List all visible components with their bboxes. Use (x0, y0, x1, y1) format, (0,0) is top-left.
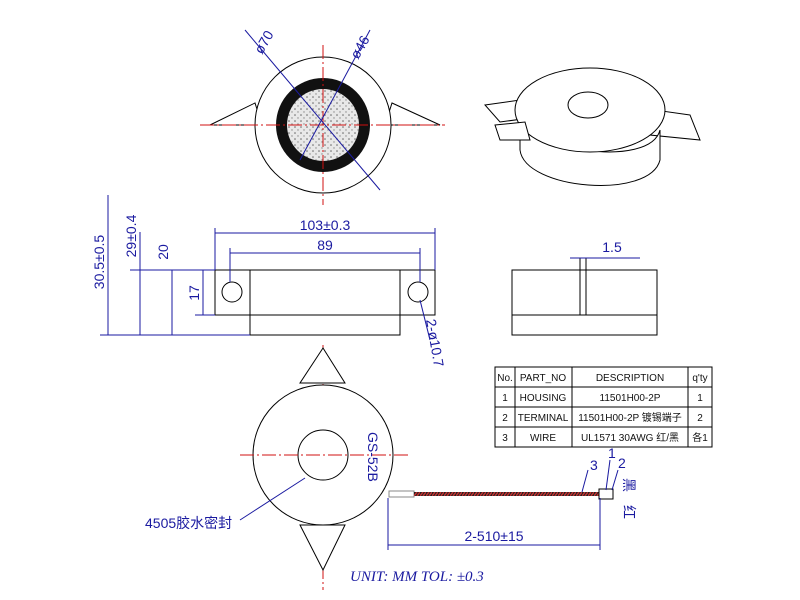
table-cell: 1 (502, 393, 508, 404)
table-cell: 各1 (692, 431, 708, 444)
sealant-note: 4505胶水密封 (145, 515, 232, 531)
dim-body-height: 29±0.4 (123, 214, 139, 257)
table-row: 2 TERMINAL 11501H00-2P 镀锡端子 2 (502, 411, 703, 424)
terminal (598, 488, 614, 500)
dim-wire-length: 2-510±15 (464, 528, 523, 544)
table-cell: 1 (697, 393, 703, 404)
table-cell: TERMINAL (518, 413, 569, 424)
dim-hole-diameter: 2-ø10.7 (423, 318, 447, 369)
callout-3: 3 (590, 457, 598, 473)
table-cell: 11501H00-2P (600, 393, 661, 404)
dim-inner-diameter: ø46 (347, 32, 373, 61)
dim-gap: 1.5 (602, 239, 622, 255)
table-cell: 2 (697, 413, 703, 424)
dim-outer-diameter: ø70 (251, 27, 277, 56)
bottom-view: GS-52B 3 1 2 黑 红 2-510±15 4505胶水密封 (145, 347, 637, 572)
model-label: GS-52B (365, 432, 381, 482)
dim-inner-width: 89 (317, 237, 333, 253)
dim-height-17: 17 (186, 285, 202, 301)
table-cell: 3 (502, 433, 508, 444)
table-header-no: No. (497, 373, 513, 384)
front-view: 103±0.3 89 30.5±0.5 29±0.4 20 17 2-ø10.7 (91, 195, 447, 590)
table-header-part-no: PART_NO (520, 373, 567, 384)
wire-red-label: 红 (621, 505, 637, 519)
isometric-view (484, 67, 701, 186)
table-cell: HOUSING (520, 393, 567, 404)
table-row: 3 WIRE UL1571 30AWG 红/黑 各1 (502, 431, 708, 444)
wire (414, 492, 599, 496)
table-row: 1 HOUSING 11501H00-2P 1 (502, 393, 703, 404)
wire-black-label: 黑 (621, 478, 637, 492)
dim-overall-width: 103±0.3 (300, 217, 351, 233)
dim-total-height: 30.5±0.5 (91, 235, 107, 290)
callout-1: 1 (608, 445, 616, 461)
table-cell: 11501H00-2P 镀锡端子 (578, 411, 682, 424)
table-cell: WIRE (530, 433, 556, 444)
callout-2: 2 (618, 455, 626, 471)
dim-height-20: 20 (155, 244, 171, 260)
table-cell: UL1571 30AWG 红/黑 (581, 431, 679, 444)
units-tolerance-note: UNIT: MM TOL: ±0.3 (350, 569, 484, 585)
side-view: 1.5 (511, 239, 658, 336)
bom-table: No. PART_NO DESCRIPTION q'ty 1 HOUSING 1… (494, 366, 713, 448)
table-cell: 2 (502, 413, 508, 424)
table-header-description: DESCRIPTION (596, 373, 664, 384)
table-header-qty: q'ty (692, 373, 707, 384)
top-view: ø70 ø46 (200, 27, 445, 205)
